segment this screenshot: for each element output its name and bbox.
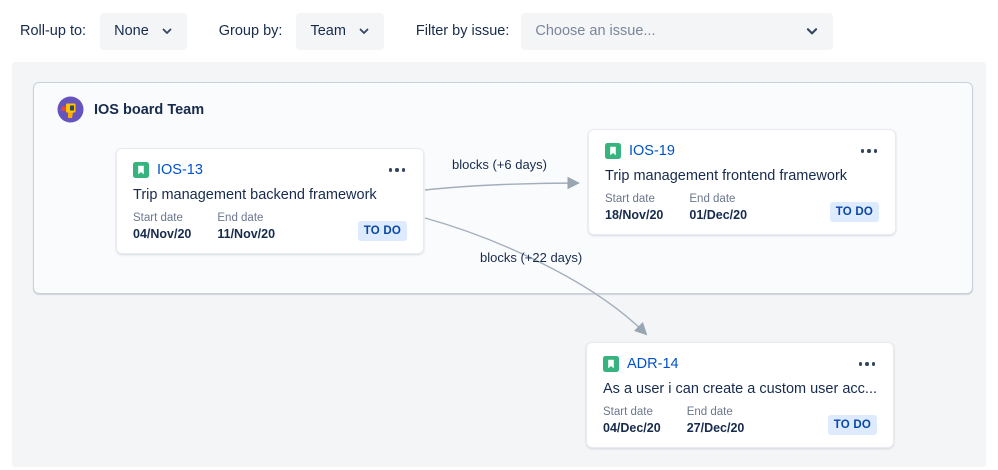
start-date-field: Start date 04/Dec/20 [603, 406, 661, 435]
toolbar: Roll-up to: None Group by: Team Filter b… [0, 0, 998, 62]
chevron-down-icon [358, 25, 370, 37]
rollup-dropdown[interactable]: None [100, 12, 187, 50]
dependency-map-canvas: IOS board Team blocks (+6 days) blocks (… [12, 62, 986, 467]
end-date-label: End date [686, 406, 733, 418]
issue-summary: Trip management frontend framework [605, 168, 848, 184]
groupby-label: Group by: [218, 23, 283, 39]
story-icon [605, 143, 621, 159]
start-date-field: Start date 04/Nov/20 [133, 212, 191, 241]
issue-key-link[interactable]: IOS-13 [157, 162, 203, 178]
team-group-header: IOS board Team [34, 83, 972, 123]
story-icon [603, 356, 619, 372]
chevron-down-icon [161, 25, 173, 37]
story-icon [133, 162, 149, 178]
dependency-label: blocks (+22 days) [480, 250, 583, 265]
card-meta: Start date 04/Dec/20 End date 27/Dec/20 … [603, 406, 877, 435]
start-date-label: Start date [603, 406, 653, 418]
rollup-value: None [114, 23, 149, 39]
start-date-label: Start date [605, 193, 655, 205]
start-date-field: Start date 18/Nov/20 [605, 193, 663, 222]
end-date-value: 27/Dec/20 [686, 421, 745, 435]
start-date-value: 18/Nov/20 [605, 208, 664, 222]
card-meta: Start date 18/Nov/20 End date 01/Dec/20 … [605, 193, 879, 222]
end-date-label: End date [689, 193, 736, 205]
end-date-value: 01/Dec/20 [689, 208, 748, 222]
start-date-label: Start date [133, 212, 183, 224]
end-date-value: 11/Nov/20 [217, 227, 276, 241]
team-avatar [57, 96, 84, 123]
more-options-icon[interactable] [857, 360, 878, 368]
status-badge: TO DO [829, 202, 879, 222]
status-badge: TO DO [827, 415, 877, 435]
card-header: ADR-14 [603, 356, 877, 372]
card-header: IOS-13 [133, 162, 407, 178]
start-date-value: 04/Dec/20 [603, 421, 661, 435]
end-date-field: End date 27/Dec/20 [687, 406, 745, 435]
filter-placeholder: Choose an issue... [535, 23, 656, 39]
more-options-icon[interactable] [387, 166, 408, 174]
filter-by-issue-label: Filter by issue: [415, 23, 510, 39]
card-meta: Start date 04/Nov/20 End date 11/Nov/20 … [133, 212, 407, 241]
issue-card-ios-19[interactable]: IOS-19 Trip management frontend framewor… [588, 129, 896, 235]
start-date-value: 04/Nov/20 [133, 227, 192, 241]
end-date-field: End date 01/Dec/20 [689, 193, 747, 222]
dependency-label: blocks (+6 days) [452, 157, 548, 172]
rollup-label: Roll-up to: [20, 23, 87, 39]
status-badge: TO DO [357, 221, 407, 241]
groupby-value: Team [310, 23, 346, 39]
more-options-icon[interactable] [859, 147, 880, 155]
issue-summary: As a user i can create a custom user acc… [603, 381, 877, 397]
chevron-down-icon [805, 24, 819, 38]
issue-card-adr-14[interactable]: ADR-14 As a user i can create a custom u… [586, 342, 894, 448]
groupby-dropdown[interactable]: Team [296, 12, 384, 50]
filter-by-issue-dropdown[interactable]: Choose an issue... [521, 12, 834, 50]
team-group-title: IOS board Team [94, 101, 205, 118]
issue-card-ios-13[interactable]: IOS-13 Trip management backend framework… [116, 148, 424, 254]
end-date-label: End date [217, 212, 264, 224]
card-header: IOS-19 [605, 143, 879, 159]
issue-key-link[interactable]: IOS-19 [629, 143, 675, 159]
end-date-field: End date 11/Nov/20 [217, 212, 275, 241]
issue-key-link[interactable]: ADR-14 [627, 356, 679, 372]
issue-summary: Trip management backend framework [133, 187, 377, 203]
